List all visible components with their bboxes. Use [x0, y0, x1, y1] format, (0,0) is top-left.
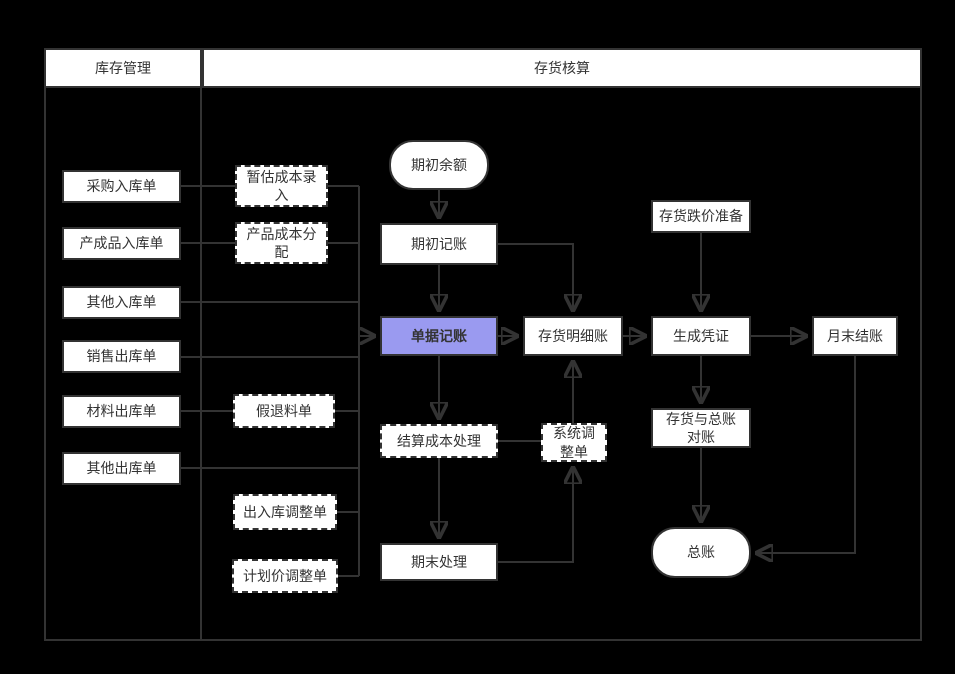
node-document-bookkeeping: 单据记账: [380, 316, 498, 356]
node-inout-adjustment: 出入库调整单: [233, 494, 337, 530]
node-sales-out: 销售出库单: [62, 340, 181, 373]
node-period-end-processing: 期末处理: [380, 543, 498, 581]
node-beginning-bookkeeping: 期初记账: [380, 223, 498, 265]
node-finished-goods-in: 产成品入库单: [62, 227, 181, 260]
node-planned-price-adjustment: 计划价调整单: [232, 559, 338, 593]
node-settlement-cost-processing: 结算成本处理: [380, 424, 498, 458]
node-month-end-closing: 月末结账: [812, 316, 898, 356]
node-inventory-price-provision: 存货跌价准备: [651, 200, 751, 233]
lane-divider: [200, 88, 202, 641]
lane-header-inventory-management: 库存管理: [44, 48, 202, 88]
lane-header-inventory-accounting: 存货核算: [202, 48, 922, 88]
node-system-adjustment: 系统调 整单: [541, 423, 607, 462]
node-inventory-gl-reconciliation: 存货与总账 对账: [651, 408, 751, 448]
node-pseudo-return: 假退料单: [233, 394, 335, 428]
node-inventory-detail-ledger: 存货明细账: [523, 316, 623, 356]
node-beginning-balance: 期初余额: [389, 140, 489, 190]
node-general-ledger: 总账: [651, 527, 751, 578]
node-other-in: 其他入库单: [62, 286, 181, 319]
node-generate-voucher: 生成凭证: [651, 316, 751, 356]
node-purchase-in: 采购入库单: [62, 170, 181, 203]
node-material-out: 材料出库单: [62, 395, 181, 428]
node-other-out: 其他出库单: [62, 452, 181, 485]
lane-header-right-label: 存货核算: [534, 60, 590, 76]
node-estimated-cost-entry: 暂估成本录 入: [235, 165, 328, 207]
node-product-cost-allocation: 产品成本分 配: [235, 222, 328, 264]
lane-header-left-label: 库存管理: [95, 60, 151, 76]
